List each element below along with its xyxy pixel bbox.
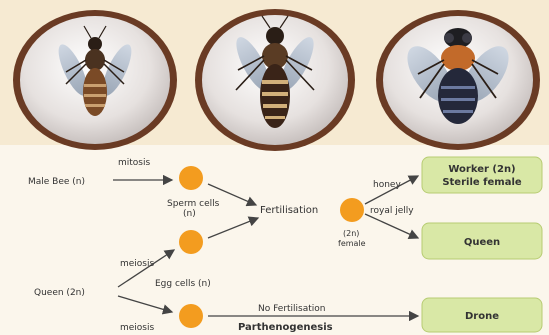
mitosis-label: mitosis	[118, 158, 150, 168]
zygote-2n-label: (2n)	[343, 229, 359, 238]
arrow-to-queen	[365, 214, 418, 238]
sperm-cell-dot	[179, 166, 203, 190]
egg-cells-label: Egg cells (n)	[155, 279, 211, 289]
parthenogenesis-label: Parthenogenesis	[238, 322, 333, 333]
male-bee-label: Male Bee (n)	[28, 177, 85, 187]
arrow-egg-to-fertilisation	[208, 218, 258, 238]
drone-bee-image	[13, 10, 177, 150]
worker-title: Worker (2n)	[448, 164, 515, 175]
unfertilised-egg-dot	[179, 304, 203, 328]
egg-cell-dot	[179, 230, 203, 254]
arrows	[113, 176, 418, 316]
worker-subtitle: Sterile female	[442, 177, 522, 188]
sperm-cells-n-label: (n)	[183, 209, 196, 219]
sperm-cells-label: Sperm cells	[167, 199, 220, 209]
honey-label: honey	[373, 180, 401, 190]
queen-outcome-label: Queen	[464, 237, 500, 248]
royal-jelly-label: royal jelly	[370, 206, 414, 216]
zygote-dot	[340, 198, 364, 222]
drone-outcome-label: Drone	[465, 311, 499, 322]
queen-bee-image	[376, 10, 540, 150]
queen-2n-label: Queen (2n)	[34, 288, 85, 298]
arrow-queen-to-egg-lower	[118, 296, 172, 312]
meiosis-bottom-label: meiosis	[120, 323, 155, 333]
no-fertilisation-label: No Fertilisation	[258, 304, 326, 314]
zygote-female-label: female	[338, 239, 366, 248]
worker-bee-image	[195, 9, 355, 151]
fertilisation-label: Fertilisation	[260, 205, 318, 216]
meiosis-top-label: meiosis	[120, 259, 155, 269]
